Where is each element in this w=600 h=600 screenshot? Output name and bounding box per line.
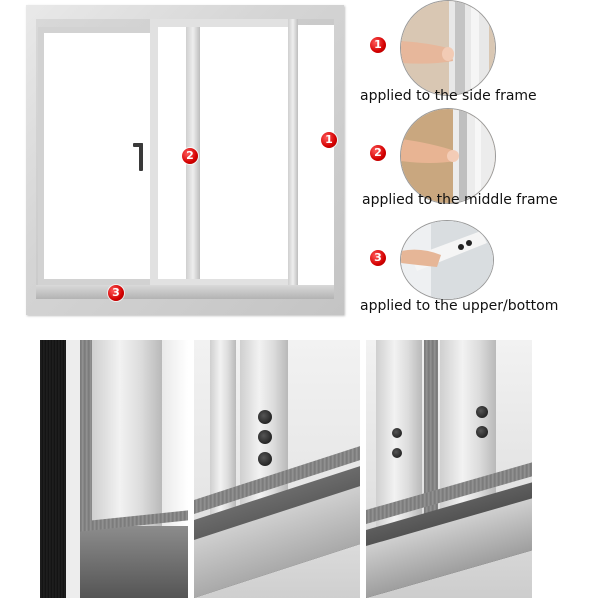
sliding-window-illustration: 1 2 3 xyxy=(26,5,344,315)
drain-hole xyxy=(476,426,488,438)
photo-upper-bottom-closeup xyxy=(366,340,532,598)
marker-upper-bottom: 3 xyxy=(108,285,124,301)
callout-middle-frame: 2 applied to the middle frame xyxy=(360,108,600,218)
caption-upper-bottom: applied to the upper/bottom xyxy=(360,298,559,314)
drain-hole xyxy=(392,448,402,458)
photo-middle-frame-closeup xyxy=(194,340,360,598)
upper-bottom-photo xyxy=(400,220,494,300)
window-handle-lever xyxy=(133,143,143,147)
drain-hole xyxy=(476,406,488,418)
middle-frame-photo xyxy=(400,108,496,204)
window-handle xyxy=(139,143,143,171)
right-sash xyxy=(150,19,296,287)
marker-middle-frame: 2 xyxy=(182,148,198,164)
bottom-rail xyxy=(36,285,334,299)
left-glass-pane xyxy=(44,33,164,279)
drain-hole xyxy=(392,428,402,438)
drain-hole xyxy=(258,430,272,444)
caption-side-frame: applied to the side frame xyxy=(360,88,537,104)
marker-side-frame: 1 xyxy=(321,132,337,148)
aluminum-profile xyxy=(92,340,162,530)
callout-3-marker: 3 xyxy=(370,250,386,266)
drain-hole xyxy=(258,410,272,424)
side-frame-photo xyxy=(400,0,496,96)
black-brush-strip xyxy=(40,340,66,598)
right-sash-stile xyxy=(288,19,298,287)
callout-side-frame: 1 applied to the side frame xyxy=(360,0,600,110)
photo-side-frame-closeup xyxy=(40,340,188,598)
frame-edge xyxy=(66,340,80,598)
caption-middle-frame: applied to the middle frame xyxy=(362,192,558,208)
callout-upper-bottom: 3 applied to the upper/bottom xyxy=(360,216,600,326)
callout-2-marker: 2 xyxy=(370,145,386,161)
callout-1-marker: 1 xyxy=(370,37,386,53)
track-rail xyxy=(80,526,188,598)
drain-hole xyxy=(258,452,272,466)
